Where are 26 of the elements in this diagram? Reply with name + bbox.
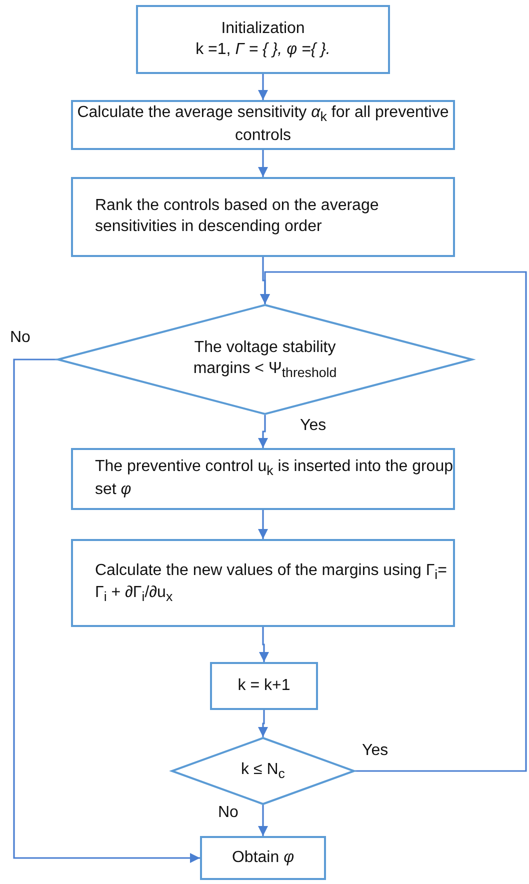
process-box <box>136 5 390 74</box>
process-text: Rank the controls based on the average sensitivities in descending order <box>95 196 380 237</box>
process-box <box>71 100 455 150</box>
arrow <box>258 805 268 836</box>
process-text: The preventive control u$_{k}$ is inserted into the group set φ <box>95 457 453 500</box>
process-text: Initialization <box>220 18 306 39</box>
process-box <box>71 177 455 257</box>
process-box <box>210 662 318 710</box>
arrow <box>258 710 268 737</box>
arrow <box>258 150 268 177</box>
arrow <box>258 415 268 448</box>
decision-text: k ≤ N$_{c}$ <box>241 760 285 782</box>
process-box <box>200 836 326 880</box>
arrow <box>13 358 200 863</box>
decision-text: The voltage stability margins < Ψ$_{threshold}$ <box>192 338 338 382</box>
process-box <box>71 539 455 627</box>
arrow <box>260 271 527 772</box>
arrow <box>258 510 268 539</box>
arrow <box>259 627 269 662</box>
process-box <box>71 448 455 510</box>
process-text: Calculate the new values of the margins using Γ$_{i}$= Γ$_{i}$ + ∂Γ$_{i}$/∂u$_{x}$ <box>95 560 448 606</box>
process-text: Calculate the average sensitivity α$_{k}$ for all preventive controls <box>77 103 449 146</box>
process-text: k =1, Γ = { }, φ ={ }. <box>194 40 332 60</box>
process-text: k = k+1 <box>236 676 292 696</box>
process-text: Obtain φ <box>230 848 296 868</box>
arrow <box>258 74 268 100</box>
